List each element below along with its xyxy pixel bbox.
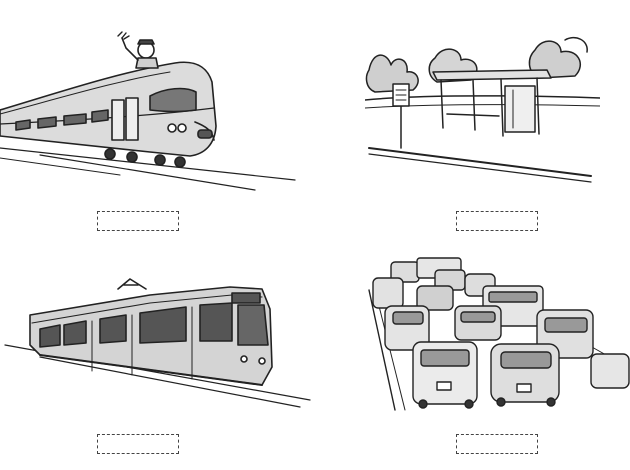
answer-box-tram[interactable] — [97, 434, 179, 454]
high-speed-train-picture — [0, 30, 300, 195]
answer-box-train[interactable] — [97, 211, 179, 231]
answer-box-bus-stop[interactable] — [456, 211, 538, 231]
traffic-jam-icon — [368, 257, 630, 411]
tram-picture — [0, 275, 315, 410]
bus-stop-icon — [365, 36, 600, 183]
high-speed-train-icon — [0, 31, 296, 191]
tram-icon — [4, 278, 311, 408]
traffic-jam-picture — [365, 250, 630, 415]
bus-stop-picture — [365, 30, 600, 195]
answer-box-traffic-jam[interactable] — [456, 434, 538, 454]
